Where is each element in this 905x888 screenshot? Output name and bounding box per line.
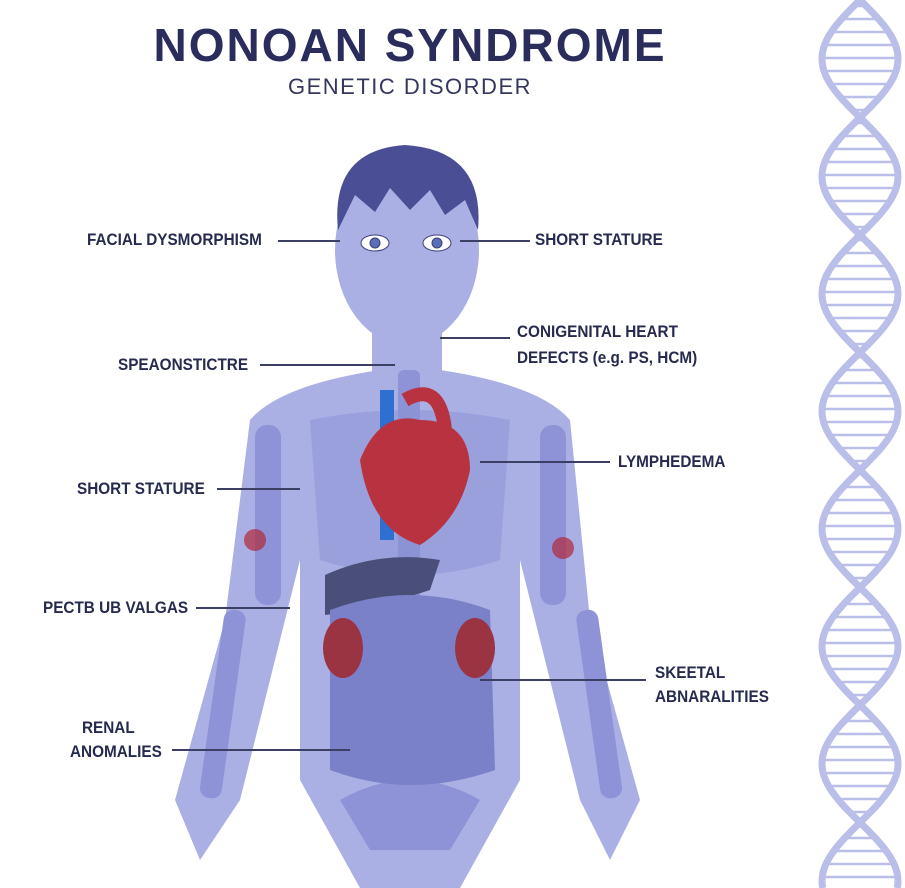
label-short-stature-left: SHORT STATURE xyxy=(77,479,205,498)
leader-line xyxy=(440,337,510,339)
dna-strand xyxy=(818,0,902,888)
label-pectb-ub-valgas: PECTB UB VALGAS xyxy=(43,598,189,617)
leader-line xyxy=(460,240,530,242)
leader-line xyxy=(260,364,395,366)
leader-line xyxy=(196,607,290,609)
page-title: NONOAN SYNDROME xyxy=(153,19,667,71)
joint-markers xyxy=(244,529,574,559)
label-renal-2: ANOMALIES xyxy=(70,742,162,761)
label-lymphedema: LYMPHEDEMA xyxy=(618,452,726,471)
label-heart-defects-2: DEFECTS (e.g. PS, HCM) xyxy=(517,348,698,367)
leader-line xyxy=(480,679,646,681)
kidneys xyxy=(323,618,495,678)
label-skeletal-2: ABNARALITIES xyxy=(655,687,769,706)
leader-line xyxy=(217,488,300,490)
heart xyxy=(360,387,470,545)
intestines xyxy=(330,595,495,785)
label-short-stature-right: SHORT STATURE xyxy=(535,230,663,249)
leader-line xyxy=(172,749,350,751)
label-heart-defects-1: CONIGENITAL HEART xyxy=(517,322,678,341)
label-speaonstictre: SPEAONSTICTRE xyxy=(118,355,249,374)
eyes xyxy=(360,234,452,252)
label-renal-1: RENAL xyxy=(82,718,135,737)
label-facial-dysmorphism: FACIAL DYSMORPHISM xyxy=(87,230,262,249)
dna-strand xyxy=(818,0,902,888)
liver xyxy=(325,557,440,615)
leader-line xyxy=(480,461,610,463)
dna-helix xyxy=(818,0,902,888)
label-skeletal-1: SKEETAL xyxy=(655,663,726,682)
page-subtitle: GENETIC DISORDER xyxy=(287,74,533,99)
leader-line xyxy=(278,240,340,242)
hair xyxy=(337,145,479,230)
